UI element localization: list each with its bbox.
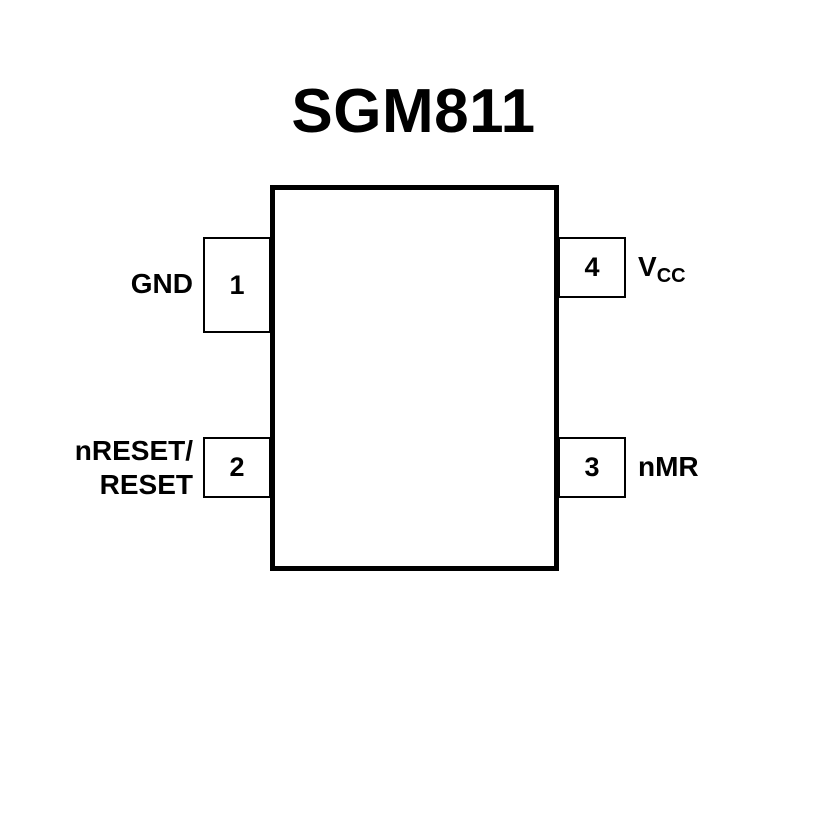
pin1-box: 1 [203, 237, 271, 333]
pin3-number: 3 [584, 452, 600, 482]
pin4-label-subscript: CC [656, 265, 686, 287]
pin3-box: 3 [558, 437, 626, 498]
pin2-box: 2 [203, 437, 271, 498]
pin1-number: 1 [229, 269, 245, 300]
pin2-label-line1: nRESET/ [74, 435, 193, 466]
pin2-label-line2: RESET [99, 469, 193, 500]
pin4-number: 4 [584, 252, 600, 282]
pin4-label-main: V [638, 251, 657, 282]
pin4-label: VCC [638, 250, 686, 293]
pin2-label: nRESET/ RESET [75, 434, 193, 502]
pin1-label: GND [130, 268, 193, 299]
ic-body [270, 185, 559, 571]
pin4-box: 4 [558, 237, 626, 298]
chip-title: SGM811 [291, 77, 536, 146]
pin3-label: nMR [638, 451, 699, 482]
pin2-number: 2 [229, 452, 245, 482]
